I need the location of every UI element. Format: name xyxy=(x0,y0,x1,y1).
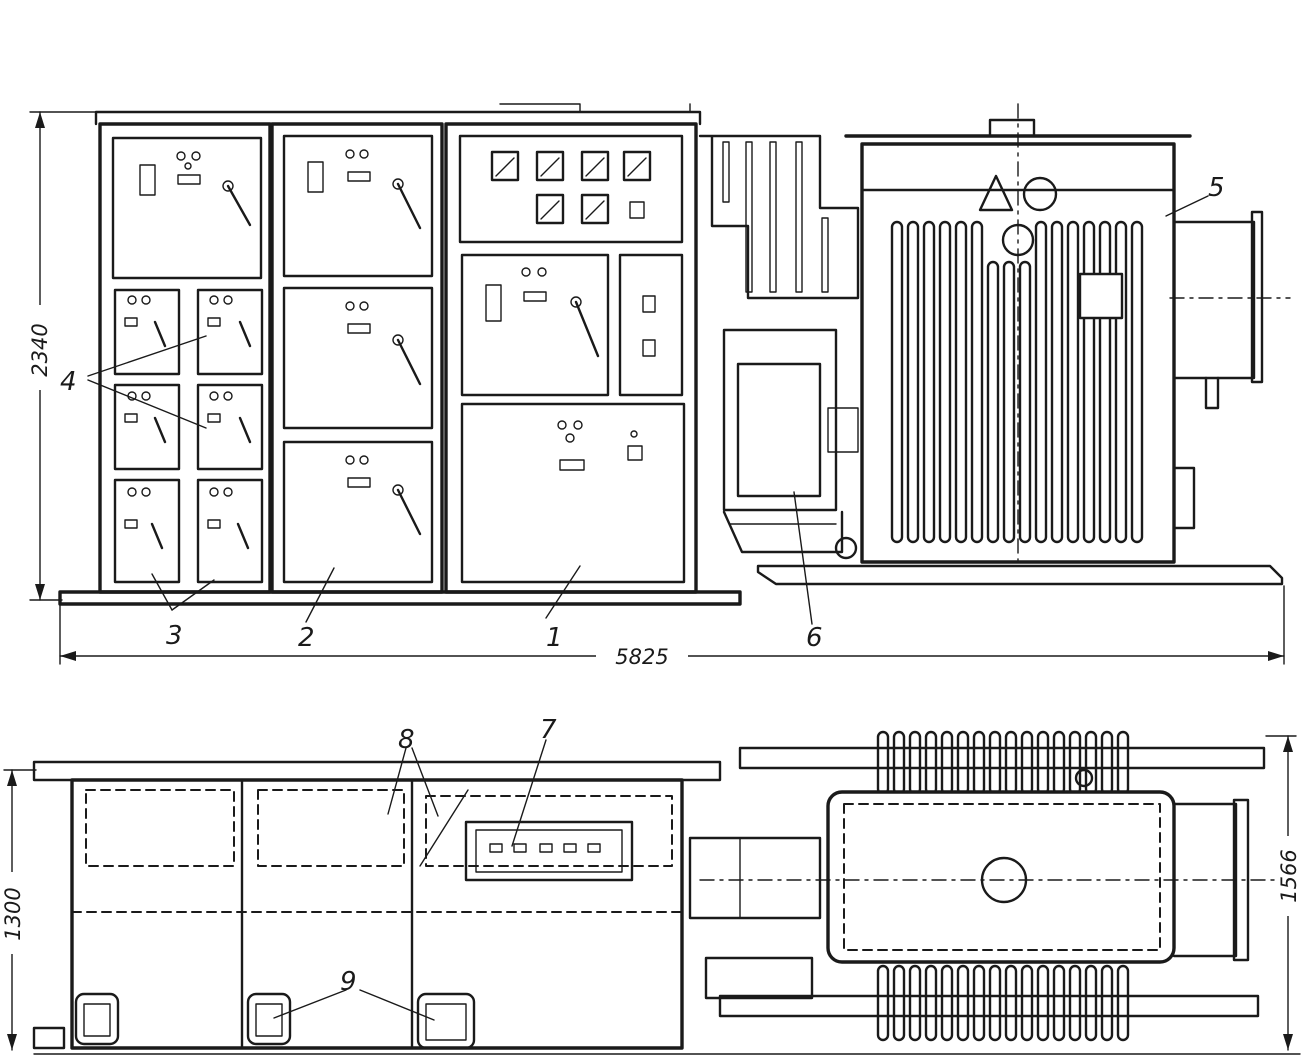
callout-3: 3 xyxy=(166,621,183,651)
dim-5825-text: 5825 xyxy=(615,645,668,669)
top-hatches-9 xyxy=(32,992,476,1050)
dim-1300-text: 1300 xyxy=(1,887,25,940)
dim-1566-text: 1566 xyxy=(1277,849,1301,902)
depth-dimension-right: 1566 xyxy=(1265,735,1302,1051)
top-leaders xyxy=(273,739,547,1021)
cabinet-3-4 xyxy=(98,122,272,594)
height-dimension: 2340 xyxy=(22,111,101,601)
cabinet-2 xyxy=(270,122,444,594)
callout-7: 7 xyxy=(540,715,557,745)
base-frame xyxy=(58,590,742,606)
transformer-5 xyxy=(844,103,1291,564)
front-view: 2340 xyxy=(22,103,1291,670)
meter-block xyxy=(490,150,652,225)
callout-6: 6 xyxy=(806,623,823,653)
callout-9: 9 xyxy=(340,967,357,997)
front-leaders xyxy=(87,195,1209,625)
panel-7 xyxy=(464,820,634,882)
transformer-top xyxy=(699,730,1291,1042)
callout-1: 1 xyxy=(546,623,563,653)
length-dimension: 5825 xyxy=(59,585,1285,670)
callout-4: 4 xyxy=(60,367,77,397)
callout-5: 5 xyxy=(1208,173,1225,203)
top-view: 1300 xyxy=(0,715,1302,1055)
depth-dimension-left: 1300 xyxy=(0,769,37,1051)
cabinet-1 xyxy=(444,122,698,594)
small-module-4 xyxy=(113,288,264,584)
callout-2: 2 xyxy=(298,623,315,653)
connection-section-6 xyxy=(698,134,1284,586)
callout-8: 8 xyxy=(398,725,415,755)
dim-2340-text: 2340 xyxy=(28,323,52,376)
cooling-fins xyxy=(890,220,1144,544)
module-details xyxy=(124,295,252,550)
